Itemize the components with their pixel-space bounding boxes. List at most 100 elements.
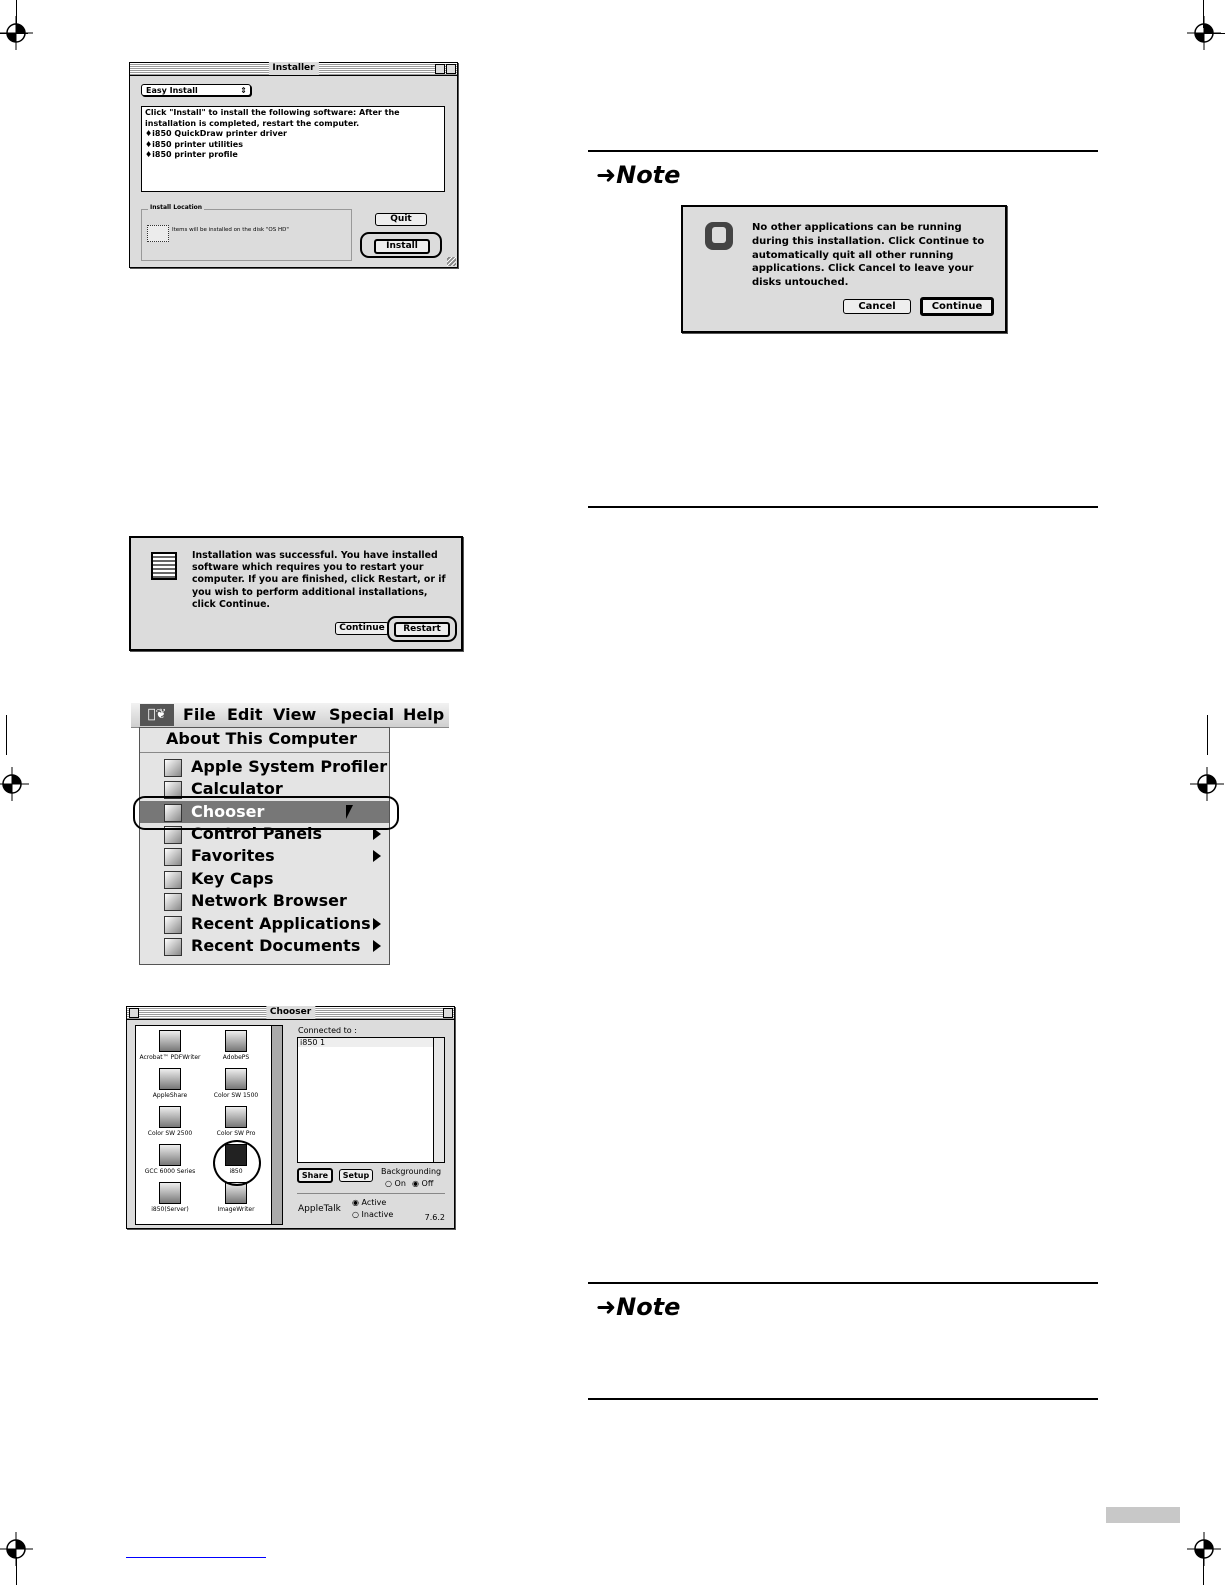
highlight-ring xyxy=(213,1140,261,1186)
driver-item[interactable]: Color SW Pro xyxy=(202,1106,270,1137)
submenu-arrow-icon xyxy=(373,918,381,930)
submenu-arrow-icon xyxy=(373,850,381,862)
setup-button[interactable]: Setup xyxy=(339,1169,373,1182)
installer-title: Installer xyxy=(268,62,319,75)
key-caps-icon xyxy=(164,871,182,889)
note-bottom-rule xyxy=(588,506,1098,508)
registration-mark xyxy=(1190,767,1224,801)
alert-message: No other applications can be running dur… xyxy=(752,222,985,289)
menu-item-chooser[interactable]: Chooser xyxy=(140,801,389,823)
printer-icon xyxy=(225,1068,247,1090)
highlight-ring xyxy=(387,616,457,642)
install-success-dialog: Installation was successful. You have in… xyxy=(129,536,463,651)
menu-item-calculator[interactable]: Calculator xyxy=(140,778,389,800)
note-heading: ➜Note xyxy=(596,1293,680,1321)
connected-label: Connected to : xyxy=(298,1026,357,1035)
install-location-group: Install Location Items will be installed… xyxy=(141,204,352,261)
backgrounding-label: Backgrounding xyxy=(381,1167,442,1176)
connected-scrollbar[interactable] xyxy=(433,1038,444,1162)
driver-label: AppleShare xyxy=(152,1092,188,1099)
menu-edit[interactable]: Edit xyxy=(227,705,263,724)
menu-item-about[interactable]: About This Computer xyxy=(166,729,357,748)
driver-label: AdobePS xyxy=(222,1054,250,1061)
footer-rule xyxy=(126,1557,266,1558)
driver-item[interactable]: ImageWriter xyxy=(202,1182,270,1213)
highlight-ring xyxy=(360,232,442,258)
driver-item[interactable]: Color SW 2500 xyxy=(136,1106,204,1137)
driver-item[interactable]: GCC 6000 Series xyxy=(136,1144,204,1175)
install-mode-select[interactable]: Easy Install ⇕ xyxy=(141,84,251,96)
driver-scrollbar[interactable] xyxy=(271,1026,282,1224)
crop-mark xyxy=(16,1557,17,1585)
radio-inactive-label: Inactive xyxy=(361,1210,394,1219)
folder-icon[interactable] xyxy=(147,225,169,242)
apple-menu-icon[interactable]: ❦ xyxy=(140,704,174,726)
driver-item[interactable]: i850(Server) xyxy=(136,1182,204,1213)
calculator-icon xyxy=(164,781,182,799)
collapse-box-icon[interactable] xyxy=(443,1008,453,1018)
driver-item[interactable]: Color SW 1500 xyxy=(202,1068,270,1099)
quit-apps-alert: No other applications can be running dur… xyxy=(681,205,1007,333)
menu-special[interactable]: Special xyxy=(329,705,395,724)
radio-on-label: On xyxy=(394,1179,406,1188)
appletalk-label: AppleTalk xyxy=(298,1204,341,1214)
close-box-icon[interactable] xyxy=(129,1008,139,1018)
success-message: Installation was successful. You have in… xyxy=(192,550,446,610)
driver-label: ImageWriter xyxy=(217,1206,255,1213)
crop-mark xyxy=(1207,715,1208,755)
installer-titlebar[interactable]: Installer xyxy=(130,62,457,76)
crop-mark xyxy=(1203,0,1204,28)
radio-inactive[interactable]: ○ Inactive xyxy=(352,1210,394,1219)
resize-grip-icon[interactable] xyxy=(447,257,456,266)
menu-help[interactable]: Help xyxy=(403,705,445,724)
radio-off[interactable]: ◉ Off xyxy=(412,1179,434,1188)
cancel-button[interactable]: Cancel xyxy=(843,299,911,314)
driver-item[interactable]: AppleShare xyxy=(136,1068,204,1099)
driver-item[interactable]: AdobePS xyxy=(202,1030,270,1061)
radio-active[interactable]: ◉ Active xyxy=(352,1198,387,1207)
driver-label: Acrobat™ PDFWriter xyxy=(139,1054,201,1061)
install-item: ♦i850 QuickDraw printer driver xyxy=(145,129,287,138)
collapse-box-icon[interactable] xyxy=(446,64,456,74)
install-item: ♦i850 printer profile xyxy=(145,150,238,159)
menu-item-profiler[interactable]: Apple System Profiler xyxy=(140,756,389,778)
continue-button[interactable]: Continue xyxy=(335,622,389,635)
connected-list[interactable]: i850 1 xyxy=(297,1037,445,1163)
crop-mark xyxy=(16,0,17,28)
zoom-box-icon[interactable] xyxy=(435,64,445,74)
chooser-window: Chooser Acrobat™ PDFWriter AdobePS AppleSh… xyxy=(126,1006,455,1229)
radio-on[interactable]: ○ On xyxy=(385,1179,406,1188)
printer-icon xyxy=(159,1182,181,1204)
menu-item-key-caps[interactable]: Key Caps xyxy=(140,868,389,890)
highlight-ring xyxy=(133,796,399,830)
driver-label: Color SW 2500 xyxy=(147,1130,193,1137)
printer-icon xyxy=(159,1144,181,1166)
install-button[interactable]: Install xyxy=(374,239,430,254)
network-browser-icon xyxy=(164,893,182,911)
menu-item-favorites[interactable]: Favorites xyxy=(140,845,389,867)
menu-file[interactable]: File xyxy=(183,705,216,724)
driver-label: Color SW 1500 xyxy=(213,1092,259,1099)
note-label: Note xyxy=(616,161,681,189)
printer-icon xyxy=(225,1106,247,1128)
restart-button[interactable]: Restart xyxy=(394,622,450,637)
chooser-titlebar[interactable]: Chooser xyxy=(127,1006,454,1020)
apple-menu-dropdown: About This Computer Apple System Profile… xyxy=(139,727,390,965)
driver-item[interactable]: Acrobat™ PDFWriter xyxy=(136,1030,204,1061)
menu-item-network-browser[interactable]: Network Browser xyxy=(140,890,389,912)
printer-icon xyxy=(159,1030,181,1052)
chevron-updown-icon: ⇕ xyxy=(240,86,247,95)
menu-item-recent-applications[interactable]: Recent Applications xyxy=(140,913,389,935)
menu-item-recent-documents[interactable]: Recent Documents xyxy=(140,935,389,957)
driver-label: Color SW Pro xyxy=(216,1130,256,1137)
connected-item[interactable]: i850 1 xyxy=(298,1038,434,1047)
share-button[interactable]: Share xyxy=(297,1168,333,1183)
install-description-box[interactable]: Click "Install" to install the following… xyxy=(141,106,445,192)
stop-hand-icon xyxy=(705,222,733,250)
submenu-arrow-icon xyxy=(373,940,381,952)
continue-button[interactable]: Continue xyxy=(920,297,994,316)
quit-button[interactable]: Quit xyxy=(375,213,427,226)
menu-view[interactable]: View xyxy=(273,705,317,724)
favorites-icon xyxy=(164,848,182,866)
